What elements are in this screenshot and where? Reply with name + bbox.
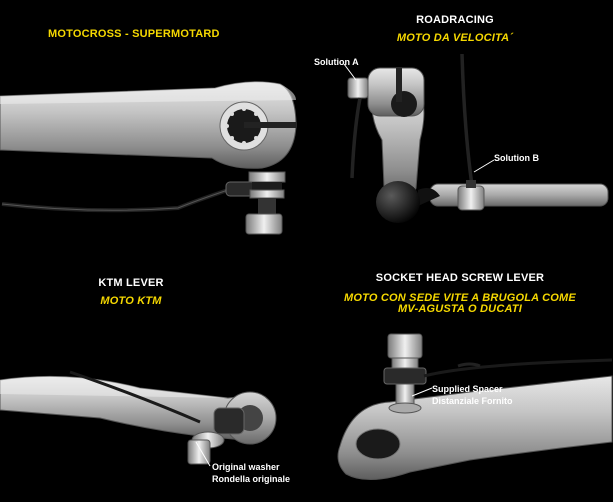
socket-subtitle-line1: MOTO CON SEDE VITE A BRUGOLA COME [344, 292, 576, 304]
ktm-title: KTM LEVER [98, 277, 164, 289]
motocross-title: MOTOCROSS - SUPERMOTARD [48, 28, 220, 40]
socket-title: SOCKET HEAD SCREW LEVER [375, 272, 545, 284]
motocross-lever-drawing [0, 81, 297, 235]
solution-b-label: Solution B [494, 153, 539, 163]
socket-subtitle-line2: MV-AGUSTA O DUCATI [398, 303, 522, 315]
roadracing-title: ROADRACING [416, 14, 494, 26]
ktm-note-line1: Original washer [212, 462, 280, 472]
socket-note-line1: Supplied Spacer [432, 384, 503, 394]
ktm-lever-drawing [0, 370, 277, 467]
solution-a-label: Solution A [314, 57, 359, 67]
socket-note-line2: Distanziale Fornito [432, 396, 513, 406]
socket-lever-drawing [337, 333, 613, 481]
ktm-subtitle: MOTO KTM [100, 295, 162, 307]
roadracing-lever-drawing [343, 53, 609, 223]
roadracing-subtitle: MOTO DA VELOCITA´ [396, 32, 514, 44]
ktm-note-line2: Rondella originale [212, 474, 291, 484]
